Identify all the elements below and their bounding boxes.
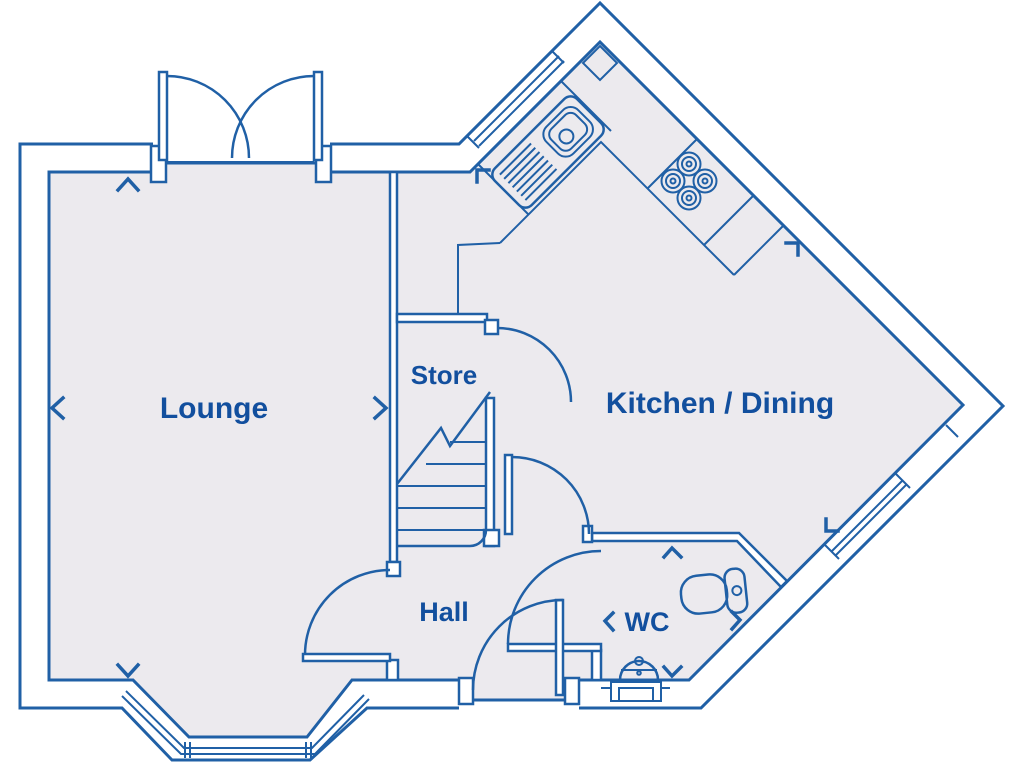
store-label: Store xyxy=(411,360,477,390)
front-door xyxy=(471,598,565,697)
toilet xyxy=(679,567,749,615)
dimension-chevrons xyxy=(49,168,840,679)
wc-door xyxy=(506,549,603,653)
french-doors xyxy=(149,70,333,184)
room-labels: Lounge Store Kitchen / Dining Hall WC xyxy=(160,360,834,637)
corner-unit xyxy=(581,44,619,82)
lounge-label: Lounge xyxy=(160,392,268,425)
kitchen-dining-label: Kitchen / Dining xyxy=(606,387,834,420)
store-door xyxy=(496,326,573,403)
wc-window xyxy=(601,681,670,702)
lounge-door xyxy=(301,568,392,663)
kitchen-worktop xyxy=(457,80,784,314)
dining-window-se xyxy=(824,424,959,560)
hob xyxy=(660,151,718,211)
hall-label: Hall xyxy=(419,597,469,627)
kitchen-sink xyxy=(491,95,605,209)
stairs xyxy=(396,391,492,548)
wc-label: WC xyxy=(625,607,670,637)
bay-window xyxy=(121,690,370,758)
kitchen-window-nw xyxy=(466,50,565,149)
basin xyxy=(618,656,660,681)
interior-walls xyxy=(385,170,789,706)
exterior-walls xyxy=(18,0,1006,762)
kitchen-door xyxy=(503,453,591,536)
